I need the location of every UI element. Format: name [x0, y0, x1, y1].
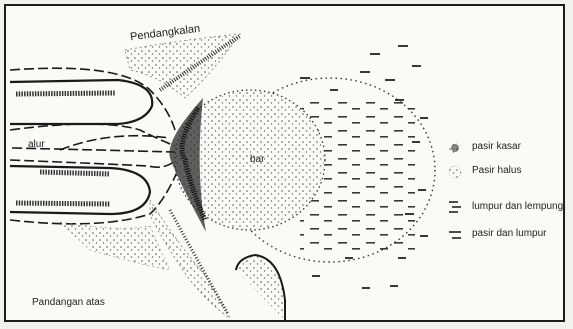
lower-bank: [10, 166, 150, 214]
legend-fine-sand: Pasir halus: [472, 165, 521, 176]
upper-bank: [10, 80, 152, 124]
legend-label: pasir dan lumpur: [472, 228, 546, 239]
upper-bank-hatch: [16, 93, 115, 94]
label-pandangan-atas: Pandangan atas: [32, 297, 105, 308]
sand-mud-symbol: [449, 232, 461, 238]
coarse-sand-symbol: [449, 142, 461, 154]
fine-sand-symbol: [449, 166, 461, 178]
mud-clay-symbol: [449, 202, 461, 212]
legend-label: Pasir halus: [472, 165, 521, 176]
label-bar: bar: [250, 154, 264, 165]
mid-bank-hatch: [40, 172, 110, 174]
small-shoal: [236, 255, 285, 320]
legend-coarse-sand: pasir kasar: [472, 141, 521, 152]
label-alur: alur: [28, 139, 45, 150]
legend-sand-mud: pasir dan lumpur: [472, 228, 546, 239]
legend-label: pasir kasar: [472, 141, 521, 152]
lower-left-dots: [60, 222, 170, 270]
lower-bank-hatch: [16, 203, 110, 204]
legend-mud-clay: lumpur dan lempung: [472, 201, 563, 212]
shoaling-zone: [125, 34, 240, 98]
legend-label: lumpur dan lempung: [472, 201, 563, 212]
